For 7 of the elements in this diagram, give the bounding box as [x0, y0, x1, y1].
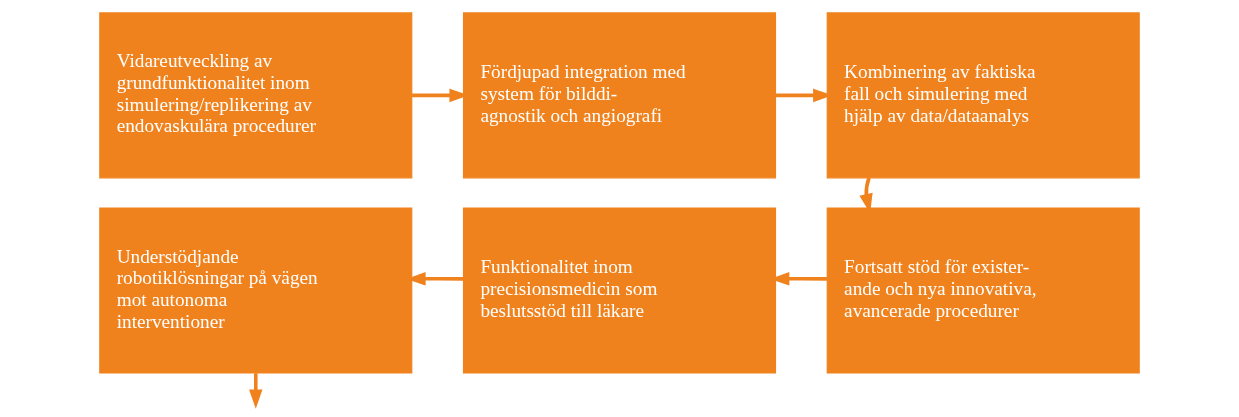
node-box: Vidareutveckling av grundfunktionalitet inom simulering/replikering av endovaskulära procedurer — [99, 12, 413, 179]
node-box: Funktionalitet inom precisionsmedicin som beslutsstöd till läkare — [462, 207, 777, 374]
node-box: Fortsatt stöd för exister- ande och nya innovativa, avancerade procedurer — [826, 207, 1140, 374]
arrow — [249, 373, 263, 409]
node-box: Understödjande robotiklösningar på vägen mot autonoma interventioner — [99, 207, 413, 374]
node-box: Kombinering av faktiska fall och simulering med hjälp av data/dataanalys — [826, 12, 1140, 179]
node-box: Fördjupad integration med system för bilddi- agnostik och angiografi — [462, 12, 777, 179]
